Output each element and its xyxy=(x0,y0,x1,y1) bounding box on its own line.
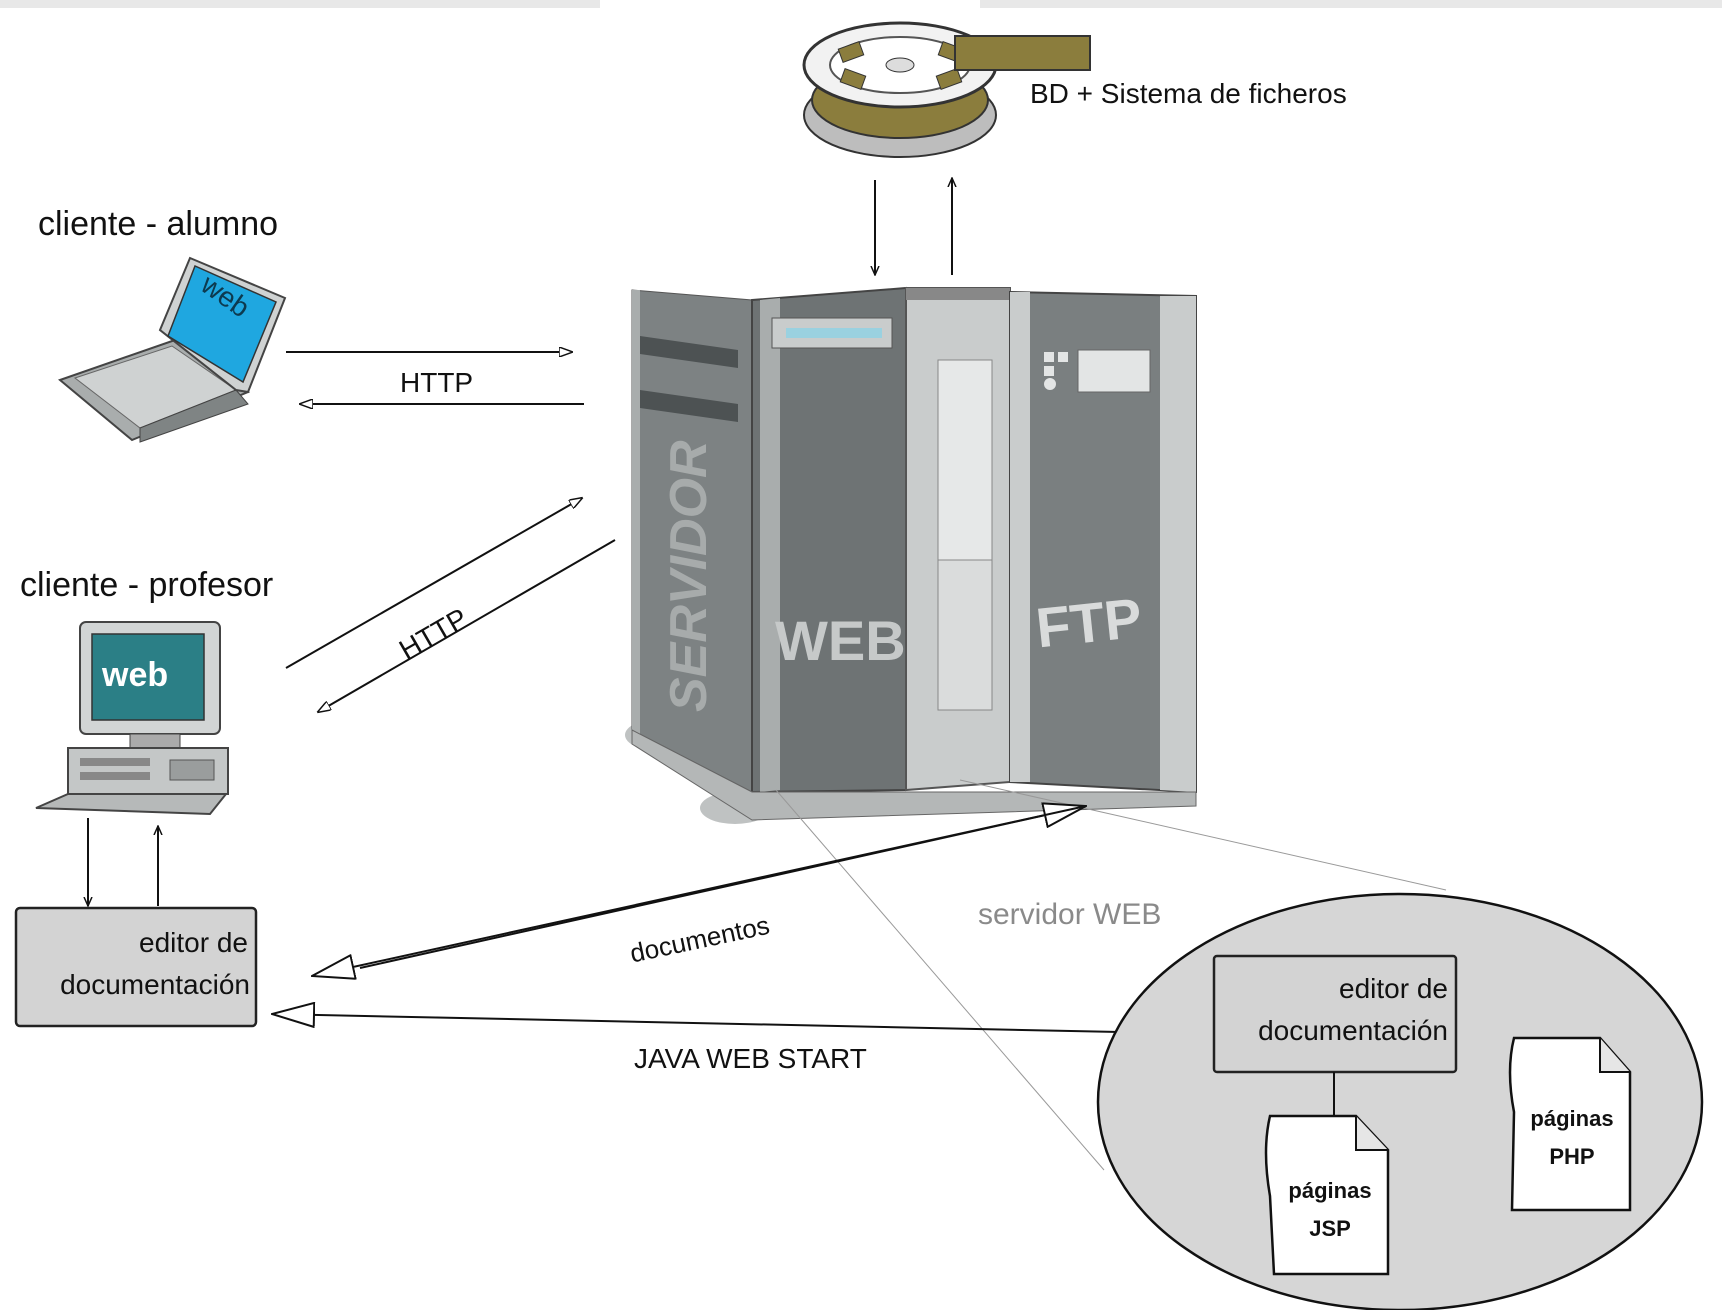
arrow-java-web-start xyxy=(272,1014,1213,1035)
database-reel-icon xyxy=(802,21,1091,158)
web-server-detail: servidor WEB editor de documentación pág… xyxy=(978,892,1704,1310)
detail-line-left xyxy=(775,789,1105,1171)
top-edge-gap xyxy=(600,0,980,8)
java-web-start-label: JAVA WEB START xyxy=(634,1043,867,1074)
arrow-documentos-to-client xyxy=(312,805,1087,976)
arrow-server-to-profesor xyxy=(318,539,616,712)
jsp-line2: JSP xyxy=(1309,1216,1351,1241)
storage-label: BD + Sistema de ficheros xyxy=(1030,78,1347,109)
detail-line-right xyxy=(959,779,1447,891)
client-editor-line1: editor de xyxy=(139,927,248,958)
server-editor-box: editor de documentación xyxy=(1212,954,1458,1074)
web-server-detail-title: servidor WEB xyxy=(978,898,1161,931)
server-ftp-label: FTP xyxy=(1033,586,1145,660)
client-editor-line2: documentación xyxy=(60,969,250,1000)
desktop-computer-icon: web xyxy=(35,621,229,816)
http-alumno-label: HTTP xyxy=(400,367,473,398)
jsp-line1: páginas xyxy=(1288,1178,1371,1203)
server-editor-line2: documentación xyxy=(1258,1015,1448,1046)
server-tower-icon: SERVIDOR WEB FTP xyxy=(625,286,1197,824)
laptop-icon: web xyxy=(58,256,287,443)
php-file-icon: páginas PHP xyxy=(1508,1036,1632,1212)
server-editor-line1: editor de xyxy=(1339,973,1448,1004)
php-line1: páginas xyxy=(1530,1106,1613,1131)
client-profesor-label: cliente - profesor xyxy=(20,566,273,604)
http-profesor-label: HTTP xyxy=(394,602,473,665)
server-web-label: WEB xyxy=(775,609,906,672)
php-line2: PHP xyxy=(1549,1144,1594,1169)
client-editor-box: editor de documentación xyxy=(14,906,258,1028)
arrow-profesor-to-server xyxy=(285,498,582,669)
documentos-label: documentos xyxy=(627,910,772,969)
client-alumno-label: cliente - alumno xyxy=(38,205,278,243)
jsp-file-icon: páginas JSP xyxy=(1264,1114,1390,1276)
server-side-label: SERVIDOR xyxy=(660,440,718,712)
monitor-screen-text: web xyxy=(101,656,168,694)
